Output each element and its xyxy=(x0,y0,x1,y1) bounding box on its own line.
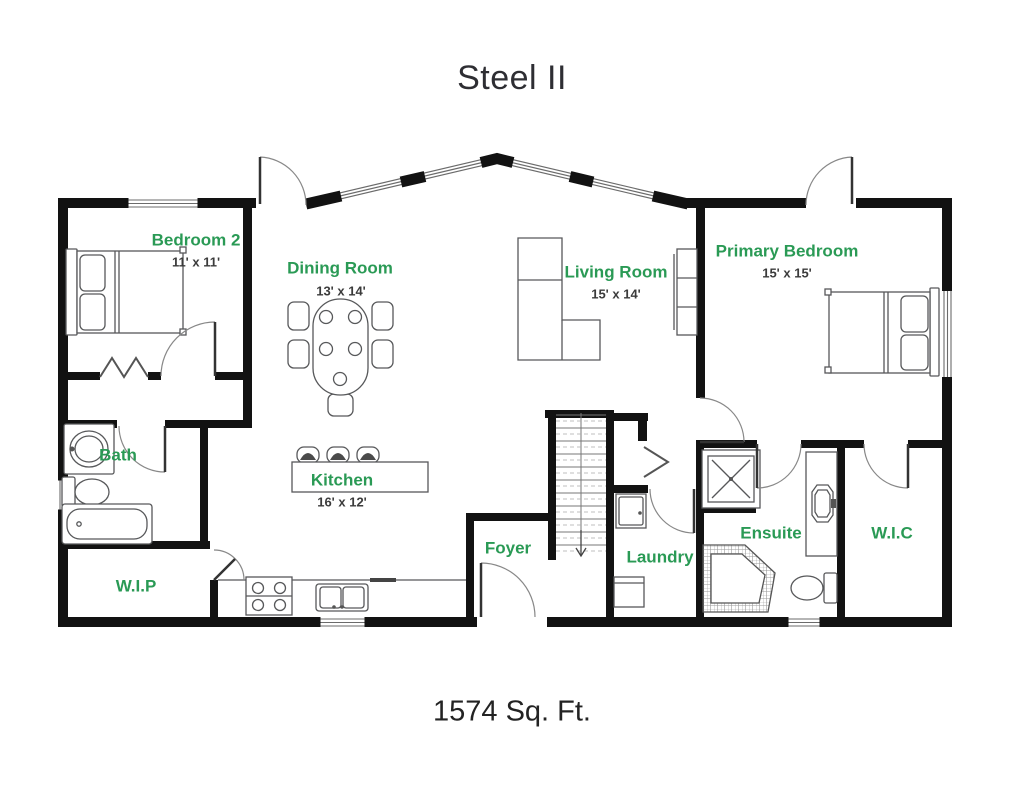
bay-wall-segments xyxy=(304,152,690,210)
room-dim-kitchen: 16' x 12' xyxy=(317,494,367,510)
plan-area-label: 1574 Sq. Ft. xyxy=(433,695,591,728)
room-dim-bedroom2: 11' x 11' xyxy=(171,254,221,270)
room-label-bath: Bath xyxy=(99,445,137,465)
sofa-fixture xyxy=(517,237,601,361)
room-label-living: Living Room xyxy=(564,262,668,282)
plan-title: Steel II xyxy=(457,59,567,97)
room-dim-primary: 15' x 15' xyxy=(762,265,812,281)
kitchen-counter-fixture xyxy=(218,576,466,616)
room-label-wic: W.I.C xyxy=(871,523,913,543)
hall-closet-door xyxy=(643,446,670,478)
room-dim-living: 15' x 14' xyxy=(591,286,641,302)
dining-table-fixture xyxy=(287,298,394,417)
door-gaps xyxy=(256,196,856,628)
bath-fixtures xyxy=(61,423,153,545)
room-label-laundry: Laundry xyxy=(626,547,694,567)
room-dim-dining: 13' x 14' xyxy=(316,283,366,299)
room-label-kitchen: Kitchen xyxy=(310,470,374,490)
doors xyxy=(99,156,910,618)
room-label-dining: Dining Room xyxy=(287,258,393,278)
room-label-ensuite: Ensuite xyxy=(740,523,802,543)
washer-dryer-fixture xyxy=(613,493,647,608)
bedroom2-bed-fixture xyxy=(65,246,187,336)
bifold-closet-door xyxy=(99,356,149,379)
room-label-bedroom2: Bedroom 2 xyxy=(151,230,241,250)
room-label-primary: Primary Bedroom xyxy=(715,241,859,261)
primary-bed-fixture xyxy=(824,287,940,377)
room-label-foyer: Foyer xyxy=(484,538,532,558)
tv-console-fixture xyxy=(673,248,698,336)
staircase-fixture xyxy=(556,413,606,558)
room-label-wip: W.I.P xyxy=(115,576,157,596)
kitchen-island-fixture xyxy=(291,446,429,493)
ensuite-fixtures xyxy=(701,449,838,613)
